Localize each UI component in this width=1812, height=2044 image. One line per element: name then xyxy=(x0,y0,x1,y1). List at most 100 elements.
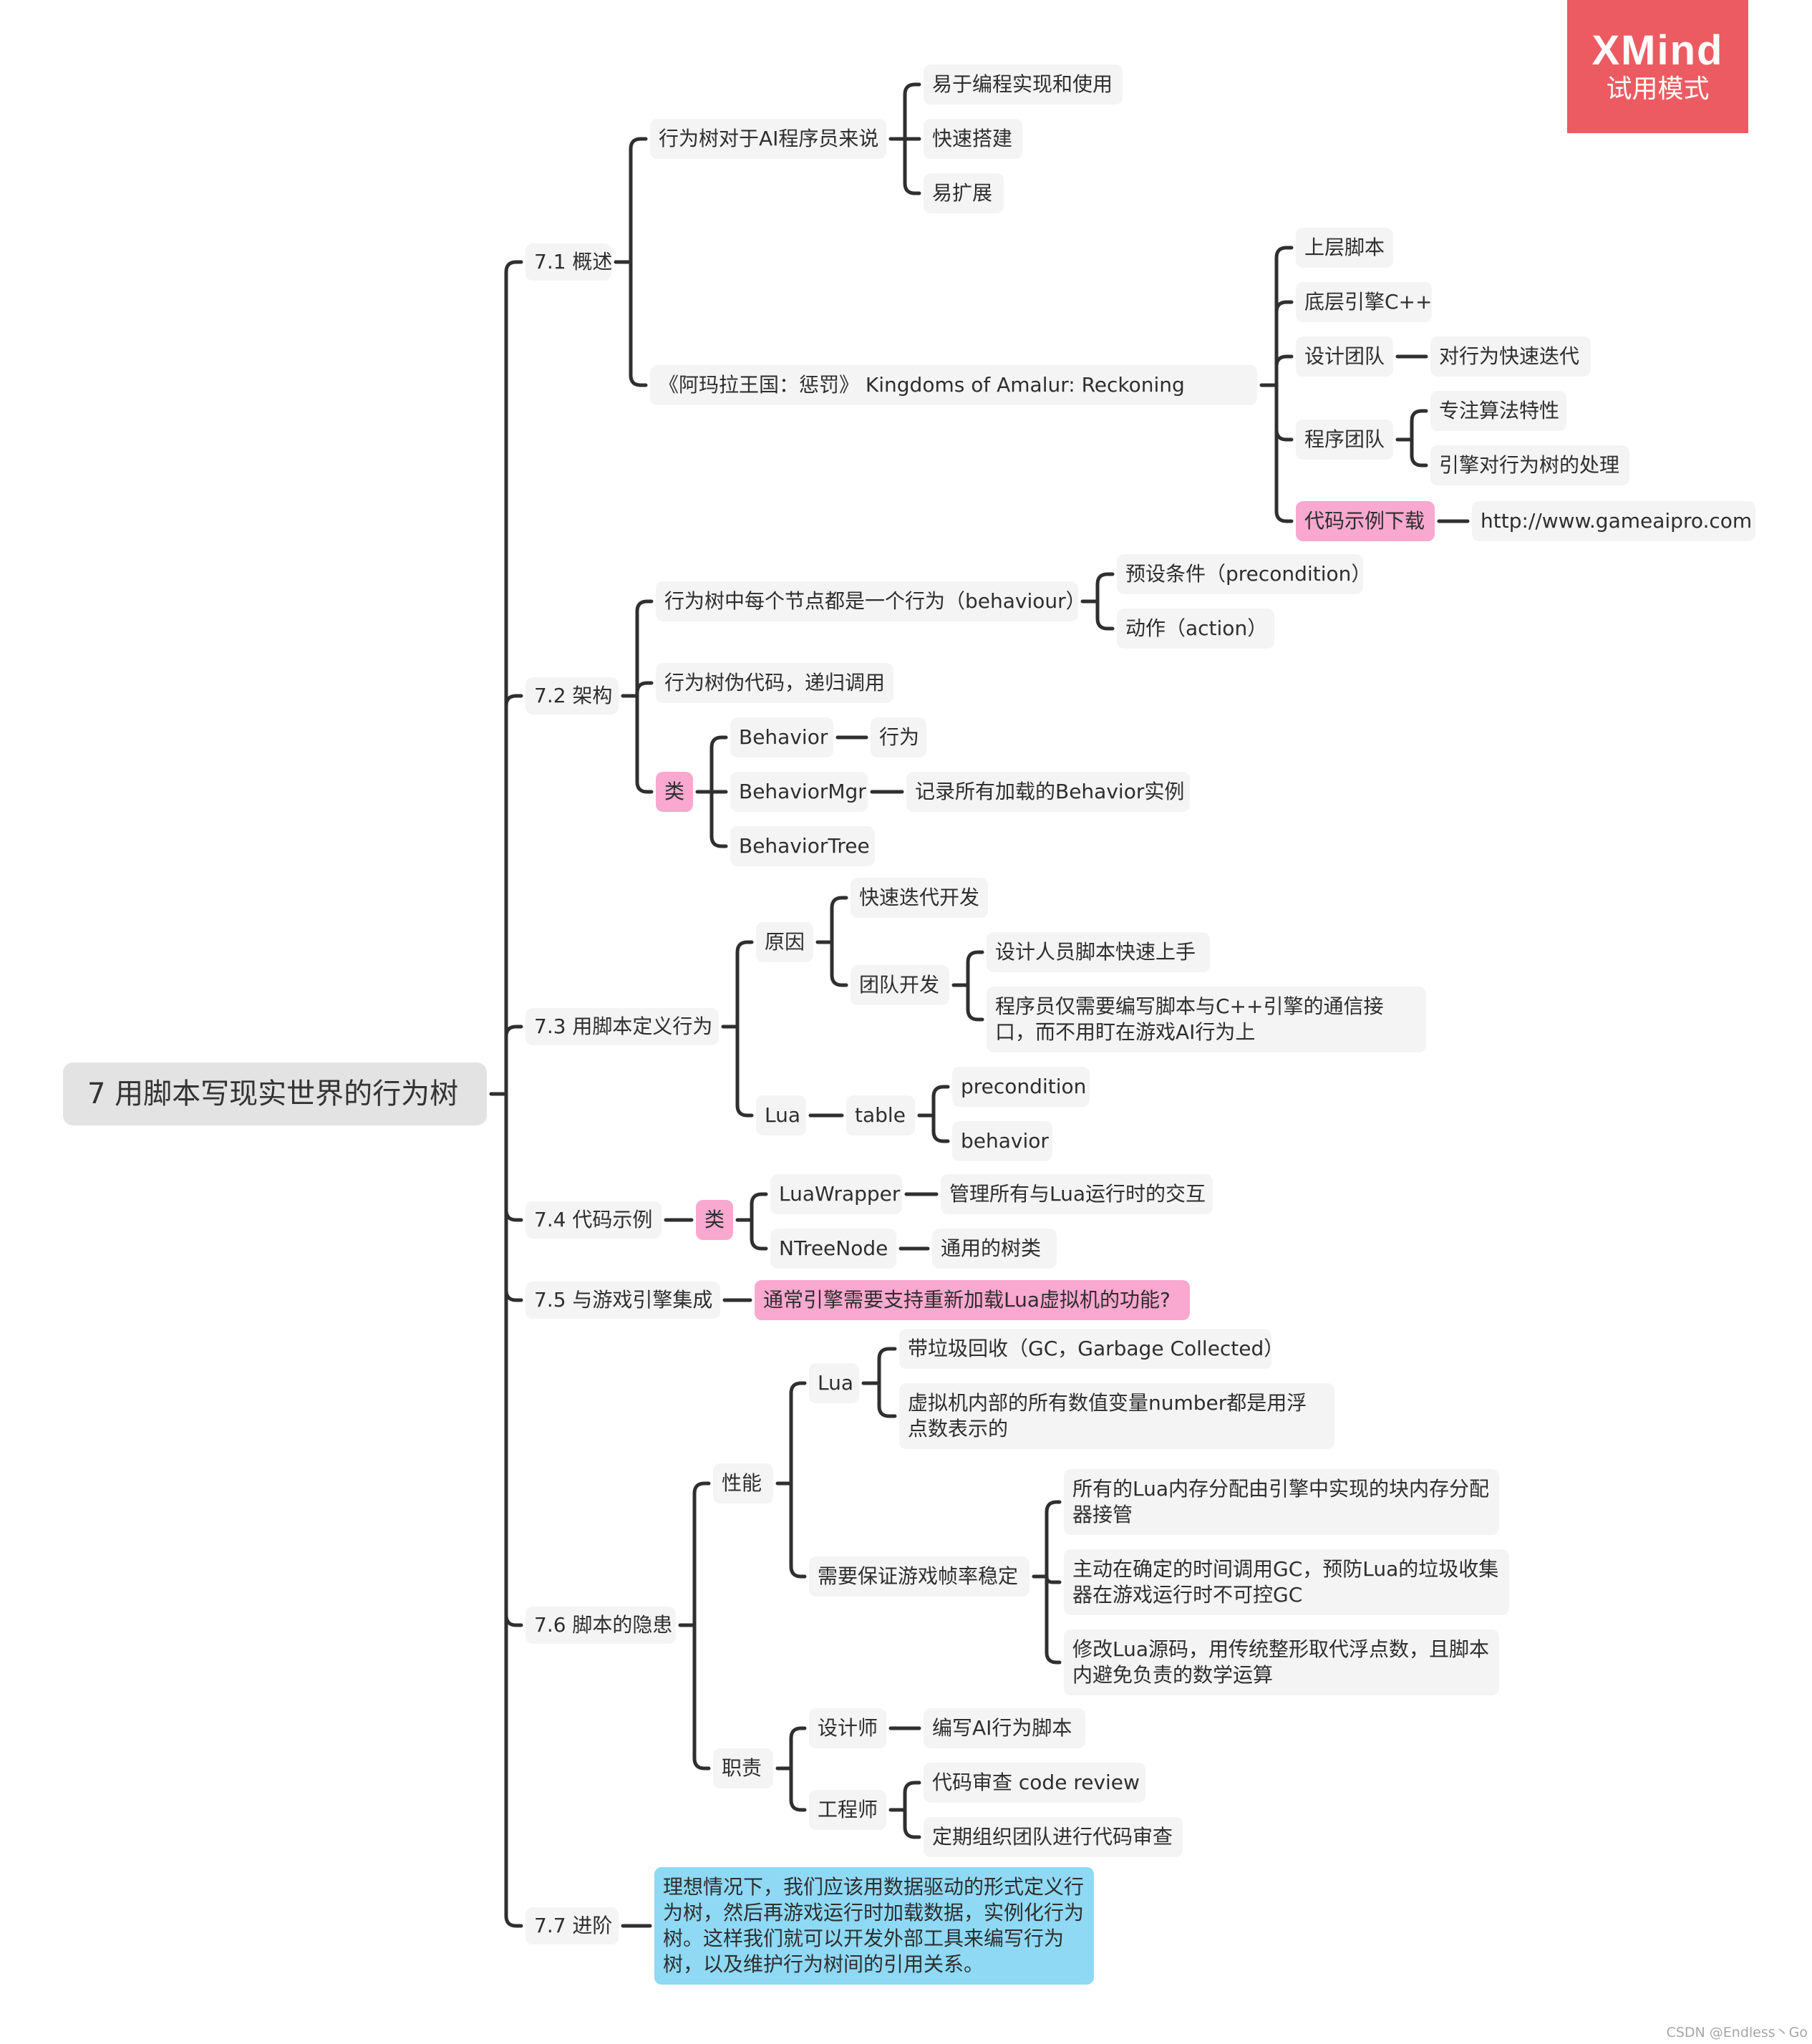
topic-7-1-overview[interactable]: 7.1 概述 xyxy=(525,243,612,281)
topic-example-classes[interactable]: 类 xyxy=(696,1200,733,1240)
connector-line xyxy=(1274,300,1294,387)
connector-line xyxy=(966,950,984,987)
topic-7-6-script-risks[interactable]: 7.6 脚本的隐患 xyxy=(525,1607,676,1644)
connector-line xyxy=(735,940,754,1029)
topic-designer[interactable]: 设计师 xyxy=(809,1708,886,1748)
connector-line xyxy=(789,1726,807,1771)
topic-engine-cpp[interactable]: 底层引擎C++ xyxy=(1296,282,1432,322)
topic-7-7-advanced[interactable]: 7.7 进阶 xyxy=(525,1907,619,1944)
topic-team-dev[interactable]: 团队开发 xyxy=(851,965,949,1005)
topic-action[interactable]: 动作（action） xyxy=(1117,609,1274,649)
root-topic[interactable]: 7 用脚本写现实世界的行为树 xyxy=(63,1062,487,1125)
connector-line xyxy=(789,1381,807,1486)
topic-block-allocator[interactable]: 所有的Lua内存分配由引擎中实现的块内存分配器接管 xyxy=(1064,1469,1499,1535)
connector-line xyxy=(1045,1574,1062,1584)
topic-behaviour-meaning[interactable]: 行为 xyxy=(871,717,926,757)
connector-line xyxy=(504,1092,523,1928)
topic-code-review[interactable]: 代码审查 code review xyxy=(924,1763,1145,1803)
connector-line xyxy=(504,1025,523,1096)
topic-precondition[interactable]: 预设条件（precondition） xyxy=(1117,554,1371,594)
connector-line xyxy=(1095,572,1115,604)
topic-records-behaviors[interactable]: 记录所有加载的Behavior实例 xyxy=(906,772,1190,812)
topic-manual-gc[interactable]: 主动在确定的时间调用GC，预防Lua的垃圾收集器在游戏运行时不可控GC xyxy=(1064,1549,1509,1615)
connector-line xyxy=(877,1381,897,1418)
topic-fast-build[interactable]: 快速搭建 xyxy=(924,119,1022,159)
topic-perf-lua[interactable]: Lua xyxy=(809,1363,859,1403)
connector-line xyxy=(504,1092,523,1302)
topic-data-driven-note[interactable]: 理想情况下，我们应该用数据驱动的形式定义行为树，然后再游戏运行时加载数据，实例化… xyxy=(654,1867,1094,1985)
topic-luawrapper[interactable]: LuaWrapper xyxy=(770,1174,902,1214)
topic-generic-tree-class[interactable]: 通用的树类 xyxy=(932,1229,1057,1269)
topic-fast-iteration[interactable]: 对行为快速迭代 xyxy=(1430,336,1591,377)
topic-performance[interactable]: 性能 xyxy=(713,1463,773,1503)
connector-line xyxy=(931,1113,950,1143)
topic-easy-extend[interactable]: 易扩展 xyxy=(924,173,1004,213)
connector-line xyxy=(931,1085,950,1118)
connector-line xyxy=(629,260,648,387)
topic-reasons[interactable]: 原因 xyxy=(756,922,813,962)
topic-upper-script[interactable]: 上层脚本 xyxy=(1296,228,1393,268)
topic-engineer[interactable]: 工程师 xyxy=(809,1790,886,1830)
topic-responsibilities[interactable]: 职责 xyxy=(713,1748,773,1788)
link-gameaipro[interactable]: http://www.gameaipro.com xyxy=(1472,501,1755,541)
topic-float-numbers[interactable]: 虚拟机内部的所有数值变量number都是用浮点数表示的 xyxy=(899,1383,1334,1449)
connector-line xyxy=(1045,1574,1062,1665)
topic-designer-quick-start[interactable]: 设计人员脚本快速上手 xyxy=(987,932,1210,972)
topic-table-behavior[interactable]: behavior xyxy=(952,1121,1052,1161)
topic-7-3-script-behavior[interactable]: 7.3 用脚本定义行为 xyxy=(525,1008,719,1045)
connector-line xyxy=(504,694,523,1096)
trial-mode-label: 试用模式 xyxy=(1606,74,1710,104)
csdn-watermark: CSDN @Endless丶Go xyxy=(1666,2025,1808,2040)
topic-behavior-class[interactable]: Behavior xyxy=(730,717,833,757)
topic-lua-table[interactable]: table xyxy=(846,1095,915,1135)
topic-pseudo-code[interactable]: 行为树伪代码，递归调用 xyxy=(656,663,893,703)
topic-behaviortree-class[interactable]: BehaviorTree xyxy=(730,826,875,866)
topic-stable-framerate[interactable]: 需要保证游戏帧率稳定 xyxy=(809,1556,1029,1597)
connector-line xyxy=(635,694,654,794)
topic-behaviormgr-class[interactable]: BehaviorMgr xyxy=(730,772,868,812)
topic-engine-tree-handling[interactable]: 引擎对行为树的处理 xyxy=(1430,445,1629,485)
connector-line xyxy=(735,1025,754,1118)
connector-line xyxy=(903,82,921,141)
topic-integer-lua[interactable]: 修改Lua源码，用传统整形取代浮点数，且脚本内避免负责的数学运算 xyxy=(1064,1629,1499,1695)
connector-line xyxy=(903,1781,921,1812)
connector-line xyxy=(1274,383,1294,442)
topic-programmer-interface[interactable]: 程序员仅需要编写脚本与C++引擎的通信接口，而不用盯在游戏AI行为上 xyxy=(987,987,1426,1052)
connector-line xyxy=(692,1481,711,1627)
topic-ai-programmer-view[interactable]: 行为树对于AI程序员来说 xyxy=(650,119,886,159)
topic-reload-lua-vm[interactable]: 通常引擎需要支持重新加载Lua虚拟机的功能? xyxy=(755,1280,1190,1320)
topic-design-team[interactable]: 设计团队 xyxy=(1296,336,1393,377)
connector-line xyxy=(629,137,648,264)
topic-node-is-behaviour[interactable]: 行为树中每个节点都是一个行为（behaviour） xyxy=(656,581,1086,621)
topic-easy-to-implement[interactable]: 易于编程实现和使用 xyxy=(924,64,1123,105)
connector-line xyxy=(1274,383,1294,523)
connector-line xyxy=(709,790,728,848)
topic-regular-review[interactable]: 定期组织团队进行代码审查 xyxy=(924,1817,1183,1857)
topic-ntreenode[interactable]: NTreeNode xyxy=(770,1229,896,1269)
topic-fast-iteration-dev[interactable]: 快速迭代开发 xyxy=(851,878,988,918)
connector-line xyxy=(504,260,523,1096)
topic-7-5-engine-integration[interactable]: 7.5 与游戏引擎集成 xyxy=(525,1282,720,1319)
connector-line xyxy=(504,1092,523,1222)
topic-program-team[interactable]: 程序团队 xyxy=(1296,420,1393,460)
topic-lua[interactable]: Lua xyxy=(756,1095,806,1135)
topic-7-4-code-example[interactable]: 7.4 代码示例 xyxy=(525,1201,662,1239)
connector-line xyxy=(1095,599,1115,631)
topic-algorithm-focus[interactable]: 专注算法特性 xyxy=(1430,391,1566,431)
topic-code-download[interactable]: 代码示例下载 xyxy=(1296,501,1435,541)
topic-kingdoms-of-amalur[interactable]: 《阿玛拉王国：惩罚》 Kingdoms of Amalur: Reckoning xyxy=(650,365,1257,405)
topic-manage-lua-runtime[interactable]: 管理所有与Lua运行时的交互 xyxy=(941,1174,1213,1214)
connector-line xyxy=(877,1347,897,1385)
connector-line xyxy=(830,940,848,987)
connector-line xyxy=(1045,1500,1062,1579)
connector-line xyxy=(709,735,728,794)
topic-table-precondition[interactable]: precondition xyxy=(952,1067,1090,1107)
topic-classes[interactable]: 类 xyxy=(656,772,693,812)
topic-garbage-collected[interactable]: 带垃圾回收（GC，Garbage Collected） xyxy=(899,1329,1284,1369)
connector-line xyxy=(830,896,848,944)
connector-line xyxy=(750,1192,768,1222)
topic-write-ai-script[interactable]: 编写AI行为脚本 xyxy=(924,1708,1085,1748)
topic-7-2-architecture[interactable]: 7.2 架构 xyxy=(525,677,619,715)
connector-line xyxy=(1274,354,1294,387)
